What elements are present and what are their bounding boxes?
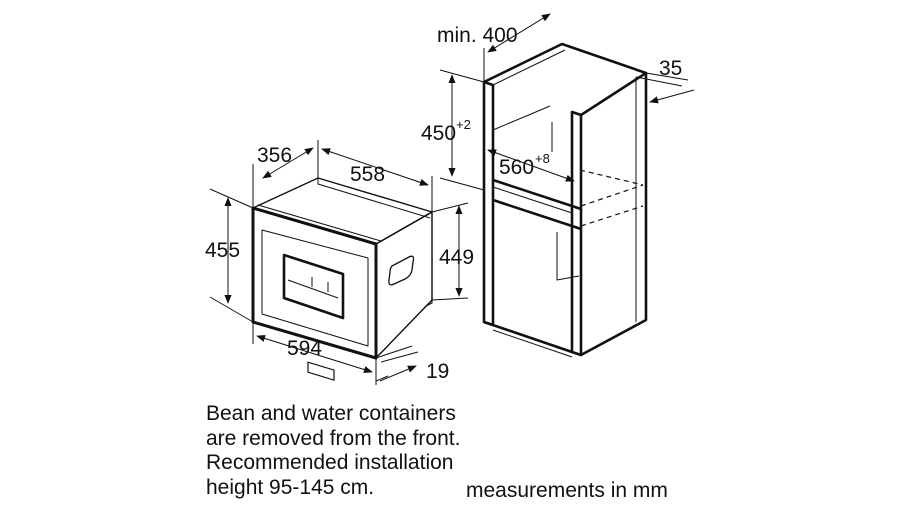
appliance-dimension-lines <box>209 140 469 385</box>
cabinet-top <box>483 42 648 117</box>
appliance-drawing <box>251 177 433 381</box>
dim-450-label: 450 <box>421 122 456 145</box>
appliance-side <box>375 211 433 359</box>
cabinet-side <box>580 73 648 357</box>
note-line: Recommended installation <box>206 451 454 474</box>
units-label: measurements in mm <box>466 479 668 502</box>
dim-min-400-label: min. 400 <box>437 24 518 47</box>
dim-594-label: 594 <box>287 337 322 360</box>
spout <box>307 361 335 381</box>
dim-560-tolerance: +8 <box>535 151 550 166</box>
dim-450-tolerance: +2 <box>456 117 471 132</box>
cabinet-drawing <box>482 42 648 358</box>
dim-35-label: 35 <box>659 57 682 80</box>
dim-356-label: 356 <box>257 144 292 167</box>
cabinet-front-post <box>482 80 495 327</box>
installation-note: Bean and water containers are removed fr… <box>206 402 460 500</box>
note-line: height 95-145 cm. <box>206 475 375 499</box>
side-handle <box>388 255 415 286</box>
dim-558-label: 558 <box>350 163 385 186</box>
dim-560-label: 560 <box>499 156 534 179</box>
dim-449-label: 449 <box>439 246 474 269</box>
dim-19-label: 19 <box>426 360 449 383</box>
note-line: Bean and water containers <box>206 402 456 425</box>
dispenser-recess <box>282 253 345 320</box>
note-line: are removed from the front. <box>206 426 461 450</box>
cabinet-dimension-lines <box>439 13 695 191</box>
dim-455-label: 455 <box>205 239 240 262</box>
appliance-front-frame <box>251 206 378 360</box>
